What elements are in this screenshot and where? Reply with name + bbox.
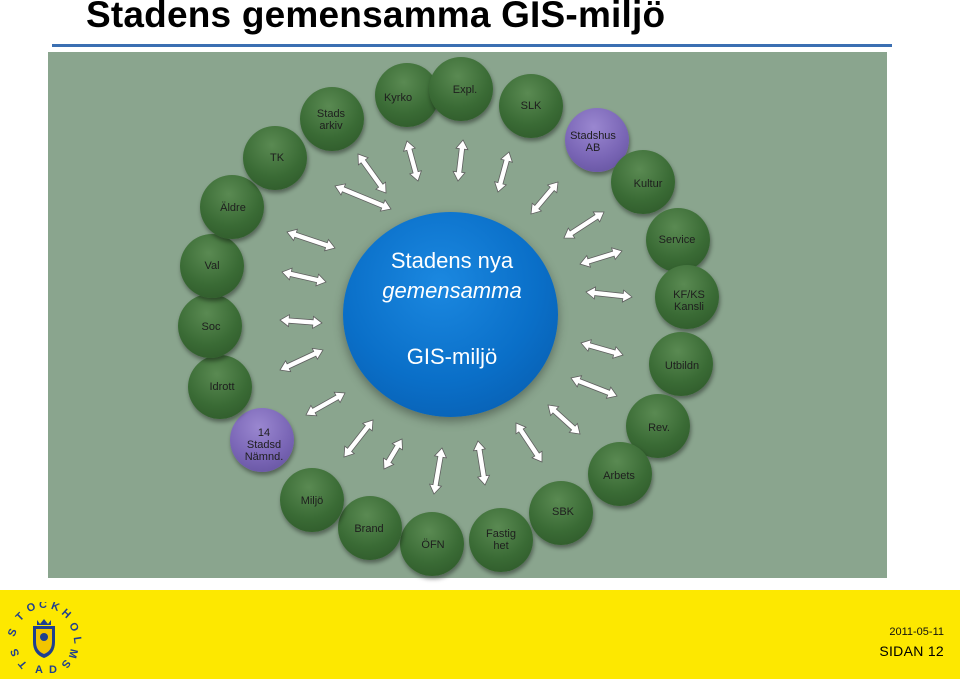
svg-text:D: D [49,664,57,674]
double-arrow [343,419,374,458]
double-arrow [547,404,581,435]
unit-node-label: Soc [201,321,221,333]
unit-node-label: KF/KS Kansli [673,289,705,313]
footer-band [0,590,960,679]
center-text-line2: gemensamma [382,278,522,303]
double-arrow [570,375,618,399]
svg-text:O: O [66,621,81,634]
unit-node-label: Val [204,260,220,272]
double-arrow [383,438,403,470]
double-arrow [357,153,387,194]
unit-node-label: Idrott [209,381,235,393]
page-number: SIDAN 12 [879,643,944,659]
unit-node [280,468,344,532]
unit-node-label: TK [269,152,285,164]
double-arrow [563,211,605,239]
double-arrow [515,422,543,463]
unit-node [400,512,464,576]
double-arrow [402,140,423,182]
unit-node [338,496,402,560]
double-arrow [334,183,392,212]
double-arrow [580,339,624,359]
unit-node-label: Stadshus AB [570,130,616,154]
unit-node [499,74,563,138]
unit-node-label: Kyrko [383,92,413,104]
unit-node [188,355,252,419]
double-arrow [585,286,633,303]
svg-text:L: L [71,636,82,645]
unit-node-label: Äldre [220,202,246,214]
center-text-line1: Stadens nya [390,248,514,273]
unit-node [611,150,675,214]
double-arrow [281,267,327,287]
page-title: Stadens gemensamma GIS-miljö [86,0,666,35]
unit-node [243,126,307,190]
svg-text:T: T [16,657,30,670]
footer-date: 2011-05-11 [889,626,944,638]
double-arrow [286,228,336,252]
svg-text:S: S [6,627,20,638]
unit-node [529,481,593,545]
svg-text:T: T [14,610,27,623]
unit-node-label: SLK [520,100,542,112]
unit-node [469,508,533,572]
svg-text:O: O [25,602,38,615]
unit-node [429,57,493,121]
double-arrow [452,139,469,182]
title-rule [52,44,892,47]
double-arrow [305,391,346,417]
unit-node-label: SBK [551,506,575,518]
double-arrow [530,181,559,215]
unit-node-label: Fastig het [486,528,516,552]
unit-node [200,175,264,239]
unit-node [655,265,719,329]
svg-text:S: S [9,647,23,658]
arrow-layer [279,139,633,495]
unit-node-label: Rev. [648,422,670,434]
unit-node-label: Miljö [300,495,324,507]
svg-text:H: H [59,607,73,621]
unit-node-label: Brand [354,523,384,535]
unit-node [375,63,439,127]
center-text-line3: GIS-miljö [406,344,498,369]
unit-node-label: Utbildn [664,360,700,372]
unit-node [300,87,364,151]
double-arrow [279,313,323,330]
unit-node-label: Stads arkiv [316,108,346,132]
double-arrow [472,440,491,486]
double-arrow [493,151,514,193]
unit-node [588,442,652,506]
svg-text:S: S [59,657,73,670]
center-circle [343,212,558,417]
unit-node-label: ÖFN [421,539,445,551]
svg-text:K: K [50,602,62,614]
unit-node [649,332,713,396]
unit-node-label: Expl. [452,84,478,96]
unit-node-label: 14 Stadsd Nämnd. [244,427,284,463]
unit-node [230,408,294,472]
unit-node-label: Arbets [603,470,635,482]
svg-text:A: A [35,664,43,674]
svg-text:M: M [66,648,80,660]
unit-node-label: Kultur [633,178,663,190]
double-arrow [279,347,324,373]
unit-node-label: Service [658,234,696,246]
unit-node [180,234,244,298]
unit-node [646,208,710,272]
double-arrow [579,247,623,268]
svg-text:C: C [39,602,47,611]
stockholm-stad-logo: S T O C K H O L M S S T A D [6,602,82,674]
double-arrow [428,447,448,495]
unit-node [178,294,242,358]
